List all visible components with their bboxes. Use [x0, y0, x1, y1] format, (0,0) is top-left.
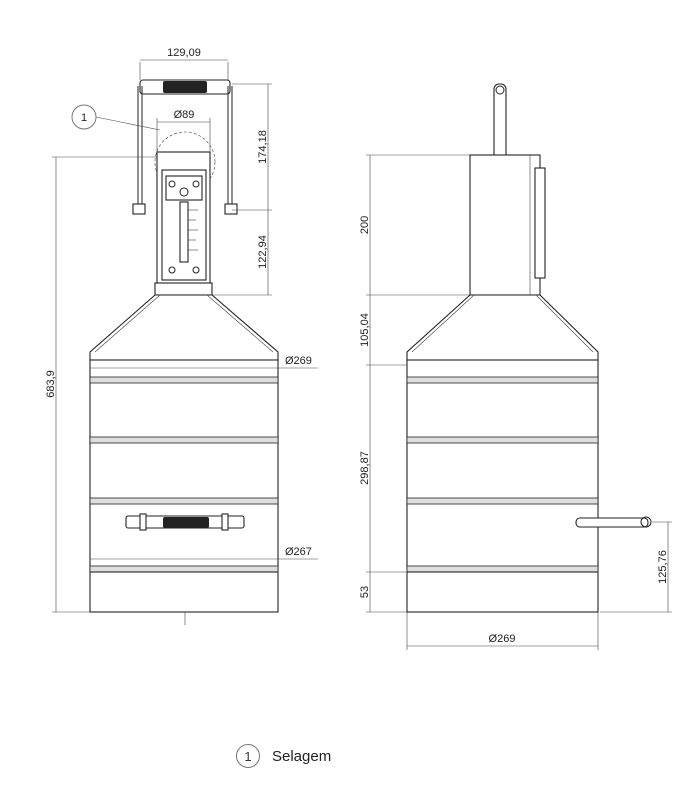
- dim-side-handle-level-text: 125,76: [657, 550, 669, 584]
- dimension-handle-width: 129,09: [139, 47, 229, 80]
- side-neck: [469, 154, 546, 296]
- dimension-side-cone: 105,04: [359, 295, 407, 366]
- dim-total-height-text: 683,9: [45, 370, 57, 398]
- dim-seal-diameter-text: Ø89: [174, 109, 195, 121]
- side-handle-side: [575, 516, 652, 528]
- legend-label: Selagem: [272, 747, 332, 765]
- side-view: 200 105,04 298,87 53 125,76: [359, 83, 672, 650]
- cylinder-body: [89, 359, 279, 613]
- cone-top: [89, 294, 279, 361]
- dim-side-base-diameter-text: Ø269: [489, 633, 516, 645]
- dimension-side-neck: 200: [359, 154, 470, 296]
- dim-body-diameter-text: Ø269: [285, 355, 312, 367]
- neck-assembly: [154, 151, 213, 296]
- front-view: 129,09 1 Ø89: [45, 47, 318, 625]
- legend-number-circle: 1: [236, 744, 260, 768]
- dimension-seal-diameter: Ø89: [156, 109, 211, 152]
- dim-handle-width-text: 129,09: [167, 47, 201, 59]
- dimension-side-base: 53: [359, 572, 407, 613]
- top-handle: [132, 79, 238, 215]
- legend: 1 Selagem: [236, 744, 331, 768]
- dimension-neck-height: 122,94: [212, 210, 272, 296]
- dimension-handle-height: 174,18: [232, 83, 272, 211]
- dim-side-body-text: 298,87: [359, 451, 371, 485]
- dimension-side-body: 298,87: [359, 365, 407, 573]
- dimension-side-handle-level: 125,76: [600, 521, 672, 613]
- dim-side-cone-text: 105,04: [359, 313, 371, 347]
- dimension-body-diameter: Ø269: [90, 355, 318, 369]
- dim-side-base-text: 53: [359, 586, 371, 598]
- dim-neck-height-text: 122,94: [257, 235, 269, 269]
- side-cone-top: [406, 294, 599, 361]
- side-cylinder-body: [406, 359, 599, 613]
- callout-1-number: 1: [81, 112, 87, 124]
- dimension-total-height: 683,9: [45, 156, 157, 613]
- dim-handle-height-text: 174,18: [257, 130, 269, 164]
- dimension-side-base-diameter: Ø269: [406, 612, 599, 650]
- dimension-lower-diameter: Ø267: [90, 546, 318, 560]
- dim-lower-diameter-text: Ø267: [285, 546, 312, 558]
- dim-side-neck-text: 200: [359, 216, 371, 234]
- side-handle-front: [125, 513, 245, 531]
